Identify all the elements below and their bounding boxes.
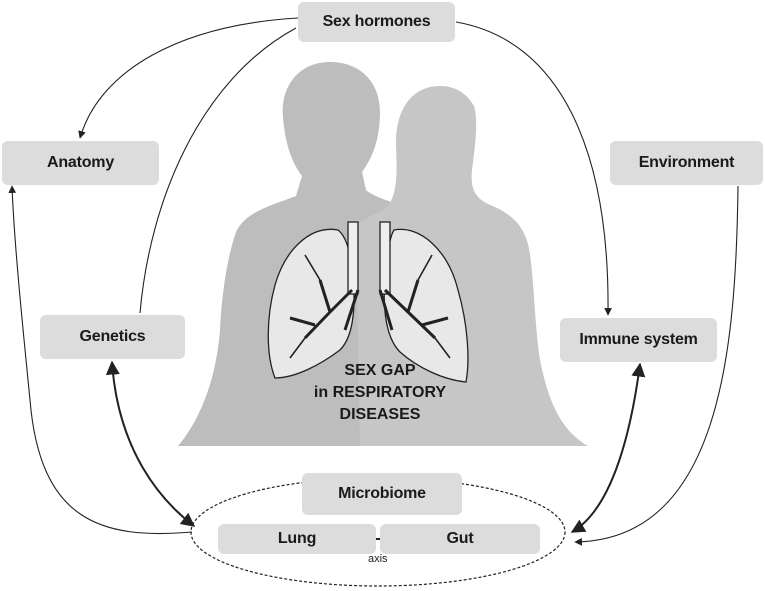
center-title-line1: SEX GAP xyxy=(344,362,416,379)
arrow-environment-to-microbiome xyxy=(574,185,739,546)
axis-label: axis xyxy=(368,553,388,565)
center-title-line3: DISEASES xyxy=(339,406,421,423)
arrow-genetics-to-sexhormones xyxy=(139,27,297,314)
microbiome-node: Microbiome xyxy=(302,473,462,515)
arrow-sexhormones-to-immune xyxy=(455,21,612,316)
arrow-genetics-microbiome xyxy=(105,360,196,527)
lung-node: Lung xyxy=(218,524,376,554)
genetics-node: Genetics xyxy=(40,315,185,359)
immune-system-node: Immune system xyxy=(560,318,717,362)
environment-node: Environment xyxy=(610,141,763,185)
center-title: SEX GAP in RESPIRATORY DISEASES xyxy=(300,360,460,426)
arrow-immune-microbiome xyxy=(570,362,646,533)
center-title-line2: in RESPIRATORY xyxy=(313,384,447,401)
anatomy-node: Anatomy xyxy=(2,141,159,185)
arrow-microbiome-to-anatomy xyxy=(8,185,193,535)
gut-node: Gut xyxy=(380,524,540,554)
lungs-illustration xyxy=(267,221,469,383)
sex-hormones-node: Sex hormones xyxy=(298,2,455,42)
arrow-sexhormones-to-anatomy xyxy=(78,17,299,139)
